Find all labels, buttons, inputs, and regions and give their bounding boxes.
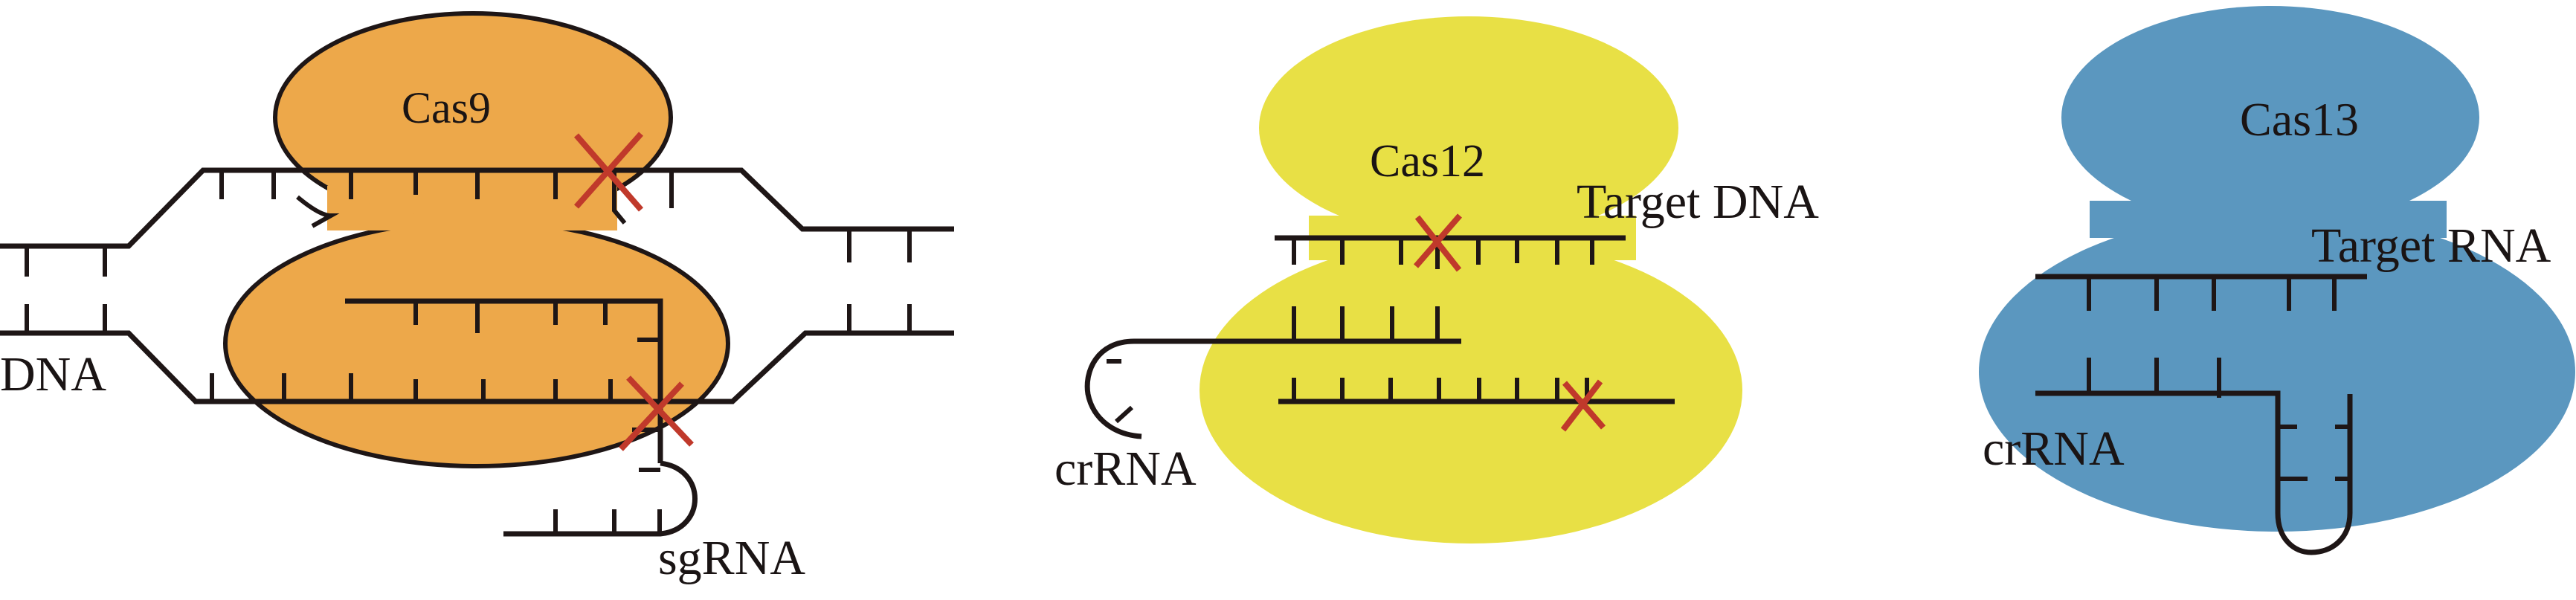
cas12-crrna-ticks bbox=[1107, 306, 1440, 424]
cas12-upper-lobe bbox=[1259, 16, 1678, 239]
cas12-crrna-label: crRNA bbox=[1054, 442, 1197, 496]
dna-upper-strand bbox=[0, 167, 954, 249]
cas13-upper-lobe bbox=[2061, 6, 2479, 229]
cas9-lower-lobe-fill bbox=[228, 224, 725, 463]
cas9-cut-marker-lower bbox=[619, 375, 694, 451]
sgrna-spacer-ticks bbox=[413, 301, 660, 472]
sgrna-loop bbox=[503, 460, 698, 537]
cas13-label: Cas13 bbox=[2240, 93, 2359, 146]
cas13-lower-lobe bbox=[1979, 212, 2575, 532]
cas12-protein bbox=[1200, 16, 1742, 543]
cas9-panel: Cas9 DNA sgRNA bbox=[0, 11, 954, 585]
sgrna-label: sgRNA bbox=[658, 531, 805, 585]
cas13-protein bbox=[1979, 6, 2575, 532]
cas12-crrna-strand bbox=[1084, 338, 1461, 439]
cas12-lower-lobe bbox=[1200, 237, 1742, 543]
cas13-crrna-label: crRNA bbox=[1983, 422, 2125, 476]
target-rna-ticks bbox=[2087, 277, 2337, 311]
cas13-crrna-strand bbox=[2035, 390, 2353, 555]
sgrna-tail-ticks bbox=[553, 509, 662, 534]
cas12-cut-marker-lower bbox=[1560, 379, 1606, 432]
cas9-neck-right-outline bbox=[612, 170, 627, 225]
cas9-protein bbox=[223, 11, 730, 468]
cas13-neck-fill bbox=[2090, 201, 2447, 238]
non-target-ticks bbox=[1292, 378, 1589, 401]
cas13-panel: Cas13 Target RNA crRNA bbox=[1979, 6, 2575, 555]
dna-label: DNA bbox=[0, 347, 106, 401]
dna-lower-base-ticks bbox=[25, 304, 912, 401]
target-dna-label: Target DNA bbox=[1577, 175, 1819, 229]
dna-lower-strand bbox=[0, 330, 954, 404]
cas9-neck-left-outline bbox=[296, 195, 340, 228]
dna-upper-base-ticks bbox=[25, 170, 912, 277]
cas13-crrna-ticks bbox=[2087, 358, 2350, 481]
cas12-cut-marker-upper bbox=[1413, 213, 1463, 272]
cas12-panel: Cas12 Target DNA crRNA bbox=[1054, 16, 1819, 543]
cas12-label: Cas12 bbox=[1370, 136, 1485, 187]
target-rna-label: Target RNA bbox=[2311, 219, 2551, 273]
cas9-cut-marker-upper bbox=[573, 132, 644, 212]
cas9-label: Cas9 bbox=[402, 83, 491, 132]
